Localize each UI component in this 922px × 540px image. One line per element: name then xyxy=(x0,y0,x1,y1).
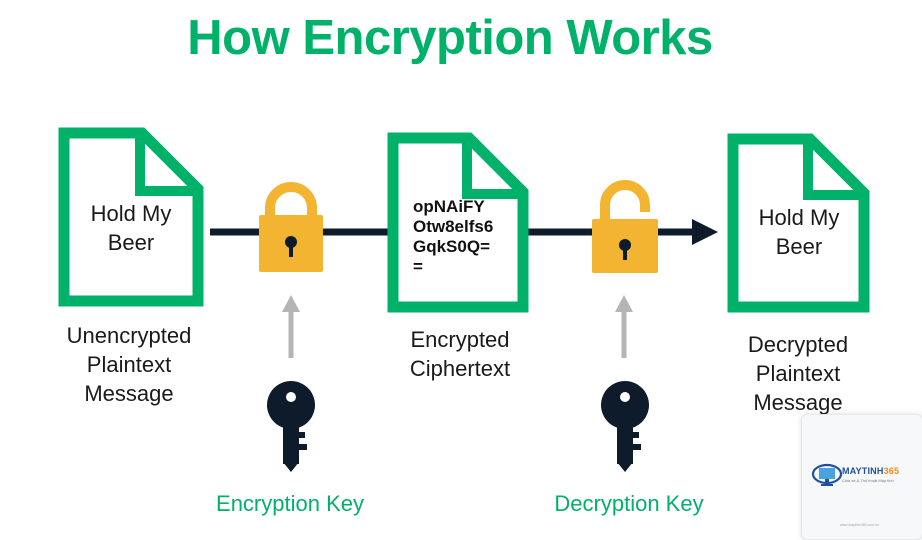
caption-plaintext: Unencrypted Plaintext Message xyxy=(66,323,192,406)
monitor-globe-icon xyxy=(811,463,843,486)
arrow-up-icon-decryption xyxy=(615,295,633,358)
encryption-key-label: Encryption Key xyxy=(216,491,364,516)
key-icon-decryption xyxy=(601,381,649,472)
arrow-up-icon-encryption xyxy=(282,295,300,358)
document-icon-decrypted xyxy=(727,133,870,313)
padlock-closed-icon xyxy=(259,182,323,272)
caption-ciphertext: Encrypted Ciphertext xyxy=(409,327,511,381)
caption-decrypted: Decrypted Plaintext Message xyxy=(747,332,849,415)
logo-brand: MAYTINH365 xyxy=(842,466,900,476)
watermark-logo: MAYTINH365 Chia sẻ & Thủ thuật Máy tính … xyxy=(801,414,922,540)
decrypted-content: Hold My Beer xyxy=(758,205,840,259)
ciphertext-content: opNAiFY Otw8elfs6 GqkS0Q= = xyxy=(413,197,494,276)
key-icon-encryption xyxy=(267,381,315,472)
plaintext-content: Hold My Beer xyxy=(90,201,172,255)
flow-arrowhead xyxy=(692,219,718,245)
document-icon-plaintext xyxy=(58,127,204,307)
diagram-title: How Encryption Works xyxy=(187,11,713,65)
logo-tagline: Chia sẻ & Thủ thuật Máy tính xyxy=(842,478,894,483)
logo-site: www.maytinh365.com.vn xyxy=(840,523,879,527)
document-icon-ciphertext xyxy=(387,132,529,313)
padlock-open-icon xyxy=(592,180,658,273)
decryption-key-label: Decryption Key xyxy=(554,491,704,516)
